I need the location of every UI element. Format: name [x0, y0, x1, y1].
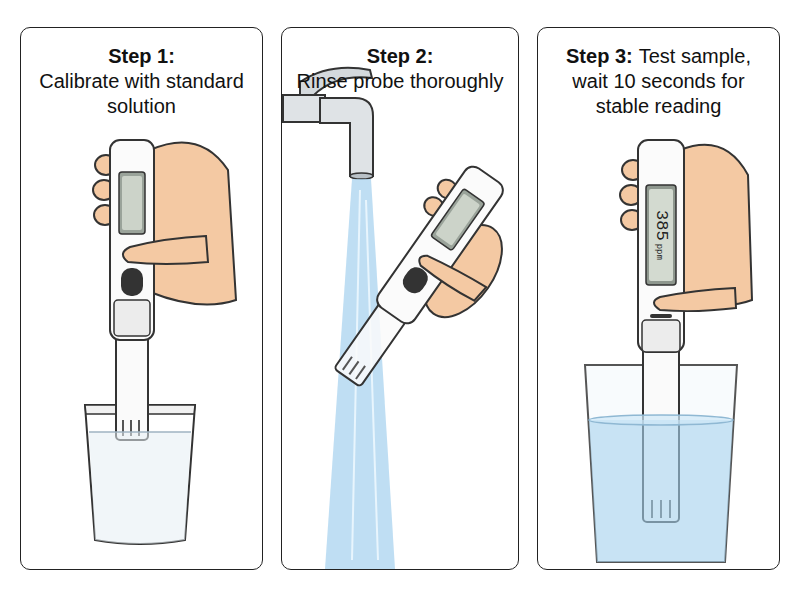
panel-heading: Step 2:Rinse probe thoroughly — [282, 28, 518, 94]
water-stream — [325, 179, 395, 569]
tds-meter-3-part — [638, 140, 684, 352]
cup-back — [85, 405, 195, 544]
standard-solution-part — [89, 431, 191, 433]
tds-meter-part — [122, 176, 142, 230]
tds-meter-3-part — [649, 189, 673, 281]
water-sample-part — [589, 415, 733, 425]
faucet-part — [283, 95, 325, 122]
tds-meter-3-part — [646, 185, 676, 285]
faucet-part — [320, 98, 373, 176]
tds-meter-part — [121, 268, 143, 296]
tds-meter — [110, 140, 154, 440]
tds-meter-3-part — [642, 320, 680, 352]
tds-meter-part — [114, 300, 150, 336]
tds-meter-tilted-part — [430, 188, 485, 250]
water-stream-part — [325, 179, 395, 569]
tds-meter-tilted-part — [416, 246, 486, 304]
panel-heading: Step 1:Calibrate with standard solution — [21, 28, 262, 119]
tds-meter-tilted-part — [373, 163, 507, 327]
standard-solution — [89, 432, 191, 544]
faucet-part — [350, 173, 373, 179]
standard-solution-part — [89, 432, 191, 544]
water-sample-part — [589, 420, 733, 562]
step-number: Step 1: — [31, 44, 252, 69]
hand-thumb-part — [123, 236, 208, 264]
step-panel: Step 3:Test sample, wait 10 seconds for … — [537, 27, 780, 570]
hand-back-3-part — [680, 145, 752, 305]
tds-meter-tilted — [317, 154, 541, 414]
step-panel: Step 2:Rinse probe thoroughly — [281, 27, 519, 570]
hand-thumb-3 — [654, 288, 736, 311]
tds-meter-3-part — [650, 314, 672, 318]
water-sample — [589, 415, 733, 562]
step-instruction: Calibrate with standard solution — [31, 69, 252, 119]
panel-heading: Step 3:Test sample, wait 10 seconds for … — [538, 28, 779, 119]
meter-display: 385 ppm — [652, 210, 671, 260]
step-instruction: Rinse probe thoroughly — [292, 69, 508, 94]
step-number: Step 2: — [292, 44, 508, 69]
reading-value: 385 — [652, 210, 671, 241]
step-number: Step 3: — [566, 45, 633, 67]
hand-thumb-3-part — [654, 288, 736, 311]
tds-meter-part — [116, 330, 148, 440]
hand-back-part — [150, 142, 236, 304]
tds-meter-tilted-part — [343, 357, 365, 379]
hand-thumb — [123, 236, 208, 264]
tds-meter-part — [110, 140, 154, 340]
cup-back-part — [85, 405, 195, 544]
tds-meter-part — [119, 172, 145, 234]
tds-meter-tilted-part — [435, 193, 480, 245]
reading-unit: ppm — [654, 244, 664, 260]
step-panel: Step 1:Calibrate with standard solution — [20, 27, 263, 570]
